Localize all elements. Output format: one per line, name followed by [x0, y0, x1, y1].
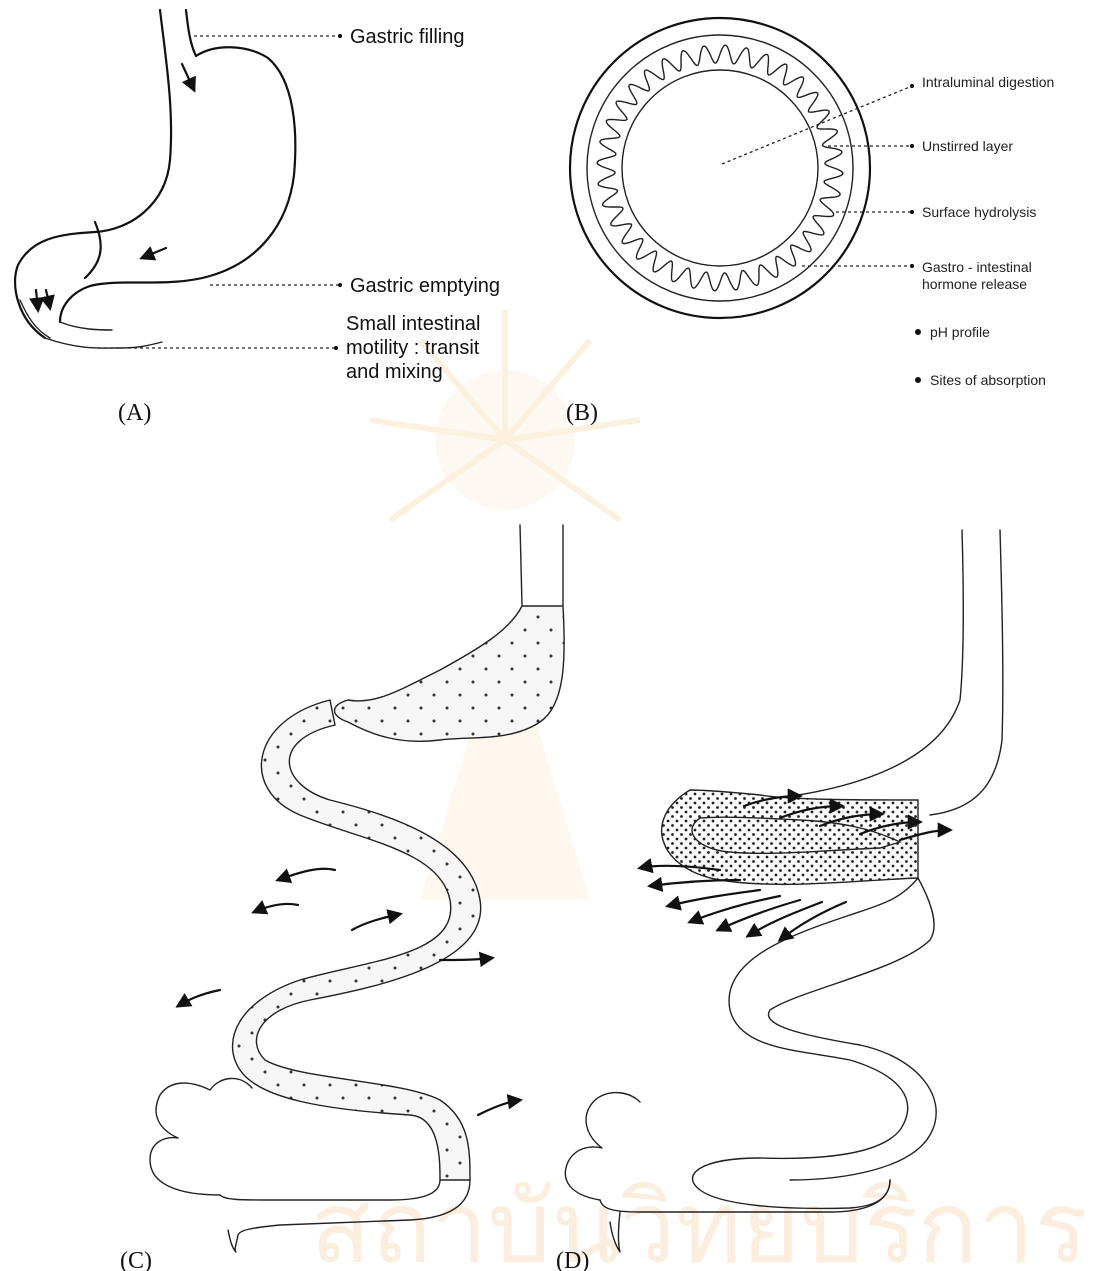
label-motility-line2: motility : transit: [346, 337, 480, 359]
label-motility-line3: and mixing: [346, 361, 443, 383]
panel-a: Gastric filling Gastric emptying Small i…: [15, 10, 500, 426]
bullet-sites: [915, 377, 921, 383]
dense-contents-d: [662, 790, 918, 884]
panel-c-label: (C): [120, 1248, 152, 1271]
lumen: [622, 70, 818, 266]
leader-lines: [98, 36, 340, 348]
label-motility-line1: Small intestinal: [346, 313, 481, 335]
villi-border: [597, 45, 843, 291]
label-intraluminal-digestion: Intraluminal digestion: [922, 74, 1054, 90]
label-unstirred-layer: Unstirred layer: [922, 138, 1013, 154]
label-hormone-line1: Gastro - intestinal: [922, 259, 1032, 275]
outer-wall-inner: [587, 35, 853, 301]
stomach-outline: [15, 10, 295, 348]
label-gastric-filling: Gastric filling: [350, 26, 464, 48]
esophagus-c: [520, 525, 563, 605]
panel-a-label: (A): [118, 400, 151, 426]
watermark-emblem: [370, 310, 640, 900]
panel-d: (D): [556, 530, 1003, 1271]
label-surface-hydrolysis: Surface hydrolysis: [922, 204, 1036, 220]
bullet-ph: [915, 329, 921, 335]
watermark-text: สถาบันวิทยบริการ: [310, 1169, 1088, 1271]
stomach-d: [690, 530, 1003, 815]
label-hormone-line2: hormone release: [922, 276, 1027, 292]
intestine-tube-d: [693, 878, 937, 1208]
label-gastric-emptying: Gastric emptying: [350, 275, 500, 297]
panel-b-label: (B): [566, 400, 598, 426]
label-sites-of-absorption: Sites of absorption: [930, 372, 1046, 388]
label-ph-profile: pH profile: [930, 324, 990, 340]
panel-b: Intraluminal digestion Unstirred layer S…: [566, 18, 1054, 426]
intestine-tube-c: [233, 700, 481, 1180]
panel-d-label: (D): [556, 1248, 589, 1271]
filled-stomach-c: [335, 606, 565, 741]
outer-wall: [570, 18, 870, 318]
